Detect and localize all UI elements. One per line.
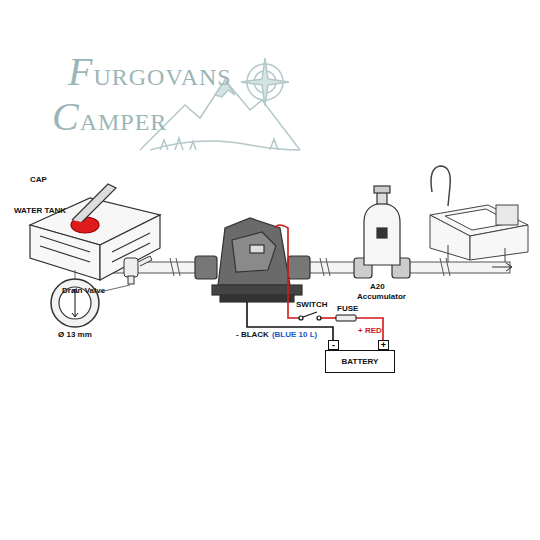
watermark: FURGOVANS [68,50,232,94]
terminal-sign: + [378,340,389,350]
wiring [247,225,383,341]
faucet-sink [430,166,528,262]
terminal-sign: - [328,340,339,350]
switch-symbol [299,312,321,320]
pump [195,218,310,302]
part-label: + RED [358,327,382,336]
pipe-section [51,270,99,327]
battery-label: BATTERY [342,357,379,366]
part-label: (BLUE 10 L) [272,331,317,340]
part-label: CAP [30,176,47,185]
part-label: A20 [370,283,385,292]
part-label: Accumulator [357,293,406,302]
watermark: CAMPER [52,95,167,139]
part-label: - BLACK [236,331,269,340]
flow-arrow [492,263,512,271]
part-label: Drain Valve [62,287,105,296]
accumulator [354,186,410,278]
part-label: SWITCH [296,301,328,310]
fuse-symbol [336,315,356,321]
battery-box: BATTERY [325,350,395,373]
part-label: Ø 13 mm [58,331,92,340]
part-label: FUSE [337,305,358,314]
water-tank [30,184,160,280]
part-label: WATER TANK [14,207,66,216]
drain-valve [124,256,152,284]
